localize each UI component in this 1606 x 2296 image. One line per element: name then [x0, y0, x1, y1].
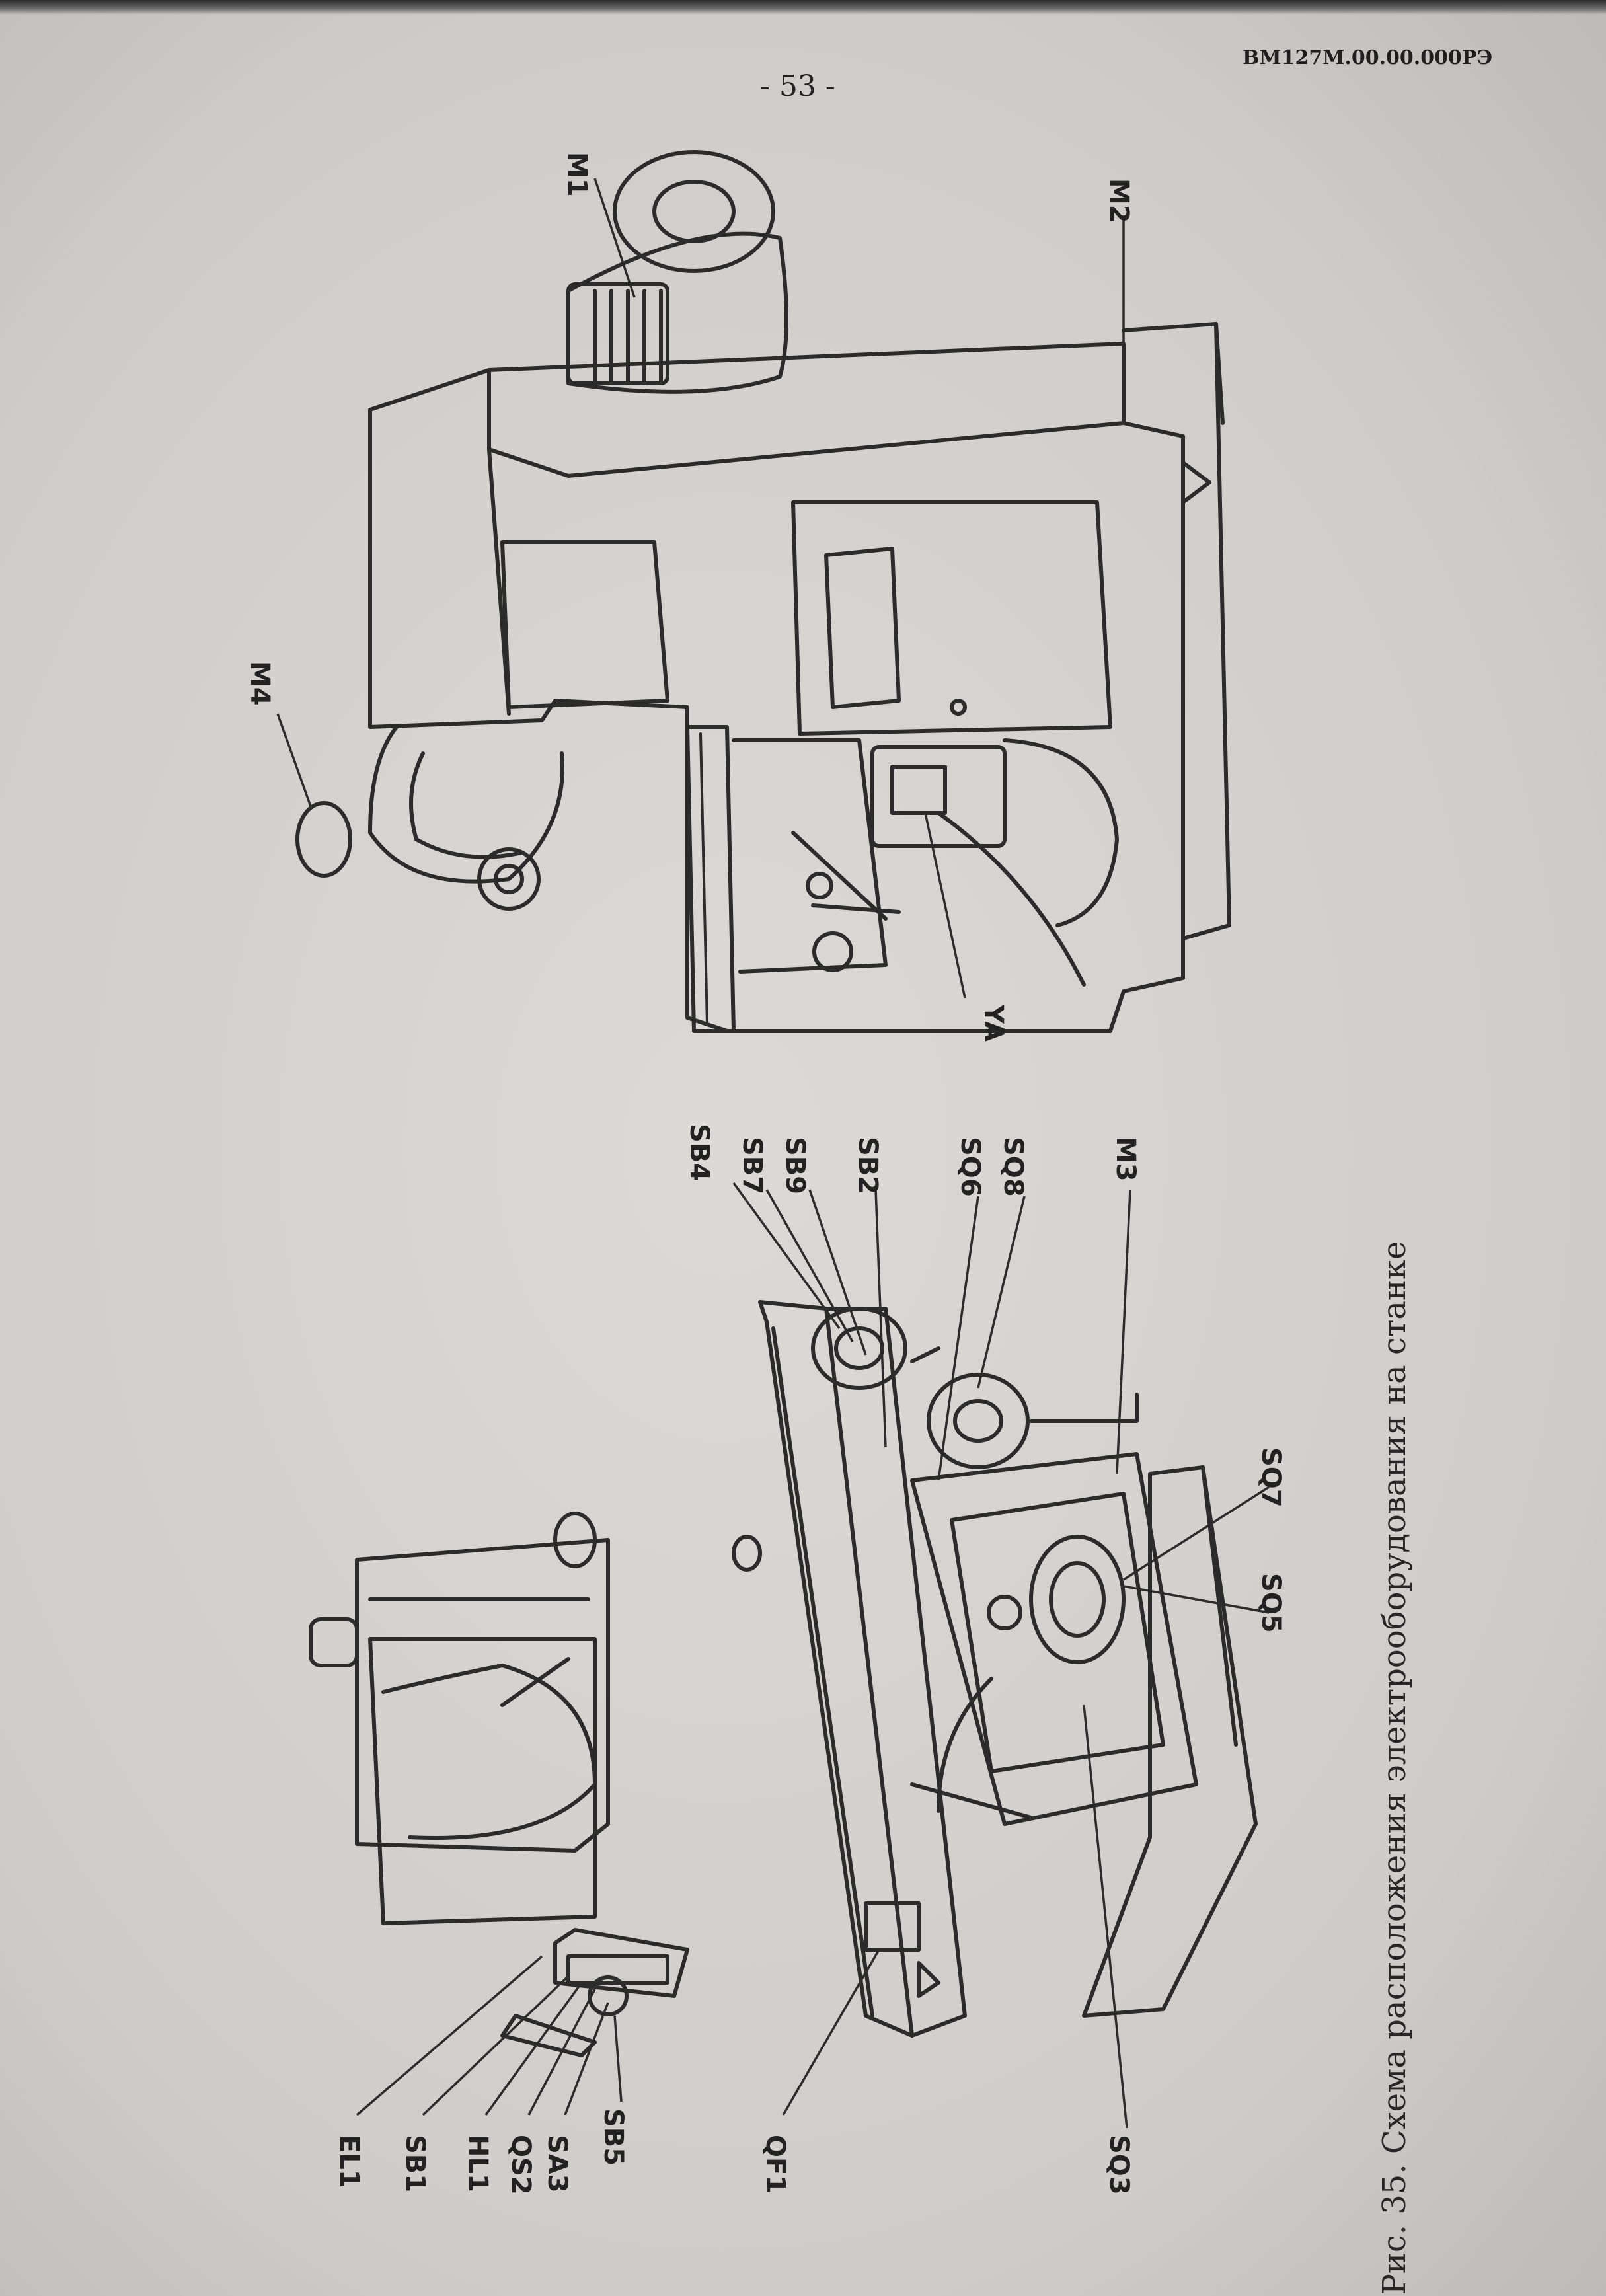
svg-text:QF1: QF1: [760, 2135, 790, 2194]
label-SB9: SB9: [780, 1137, 867, 1356]
svg-text:SB2: SB2: [853, 1137, 883, 1194]
label-EL1: EL1: [334, 1955, 543, 2188]
label-SQ8: SQ8: [977, 1137, 1028, 1389]
svg-text:SB7: SB7: [737, 1137, 767, 1194]
label-SB1: SB1: [400, 1975, 570, 2192]
label-QF1: QF1: [760, 1949, 880, 2194]
svg-text:M3: M3: [1110, 1137, 1141, 1182]
svg-text:SB5: SB5: [598, 2108, 629, 2166]
lower-machine-drawing: [309, 1300, 1258, 2057]
label-SB4: SB4: [684, 1124, 841, 1330]
figure-caption: Рис. 35. Схема расположения электрообору…: [1376, 1241, 1413, 2295]
label-HL1: HL1: [463, 1981, 583, 2192]
svg-text:SB9: SB9: [780, 1137, 810, 1194]
label-SQ3: SQ3: [1083, 1704, 1134, 2195]
label-SB7: SB7: [737, 1137, 854, 1342]
label-M4: M4: [245, 661, 312, 807]
svg-text:SB4: SB4: [684, 1124, 714, 1181]
scan-edge-shadow: [0, 0, 1606, 15]
label-M1: M1: [562, 152, 636, 298]
svg-text:SA3: SA3: [542, 2135, 572, 2193]
label-QS2: QS2: [506, 1989, 596, 2195]
document-code: ВМ127М.00.00.000РЭ: [1243, 46, 1493, 69]
svg-text:EL1: EL1: [334, 2135, 364, 2188]
svg-text:HL1: HL1: [463, 2135, 493, 2192]
svg-text:M1: M1: [562, 152, 592, 197]
label-YA: YA: [924, 812, 1009, 1042]
svg-text:M2: M2: [1104, 178, 1134, 223]
svg-text:SQ3: SQ3: [1104, 2135, 1134, 2195]
svg-text:M4: M4: [245, 661, 275, 706]
svg-text:SQ5: SQ5: [1256, 1573, 1286, 1633]
label-M2: M2: [1104, 178, 1134, 357]
svg-text:QS2: QS2: [506, 2135, 536, 2195]
svg-text:SQ8: SQ8: [998, 1137, 1028, 1197]
svg-text:YA: YA: [978, 1004, 1009, 1042]
svg-text:SB1: SB1: [400, 2135, 430, 2192]
label-SB5: SB5: [598, 2015, 629, 2166]
label-SA3: SA3: [542, 2002, 609, 2193]
label-SQ6: SQ6: [937, 1137, 985, 1481]
svg-text:SQ6: SQ6: [955, 1137, 985, 1197]
svg-text:SQ7: SQ7: [1256, 1447, 1286, 1508]
page-number: - 53 -: [760, 69, 835, 103]
label-M3: M3: [1110, 1137, 1141, 1474]
upper-machine-drawing: [295, 150, 1231, 1033]
label-SB2: SB2: [853, 1137, 887, 1448]
label-SQ5: SQ5: [1123, 1573, 1286, 1633]
label-SQ7: SQ7: [1123, 1447, 1286, 1581]
